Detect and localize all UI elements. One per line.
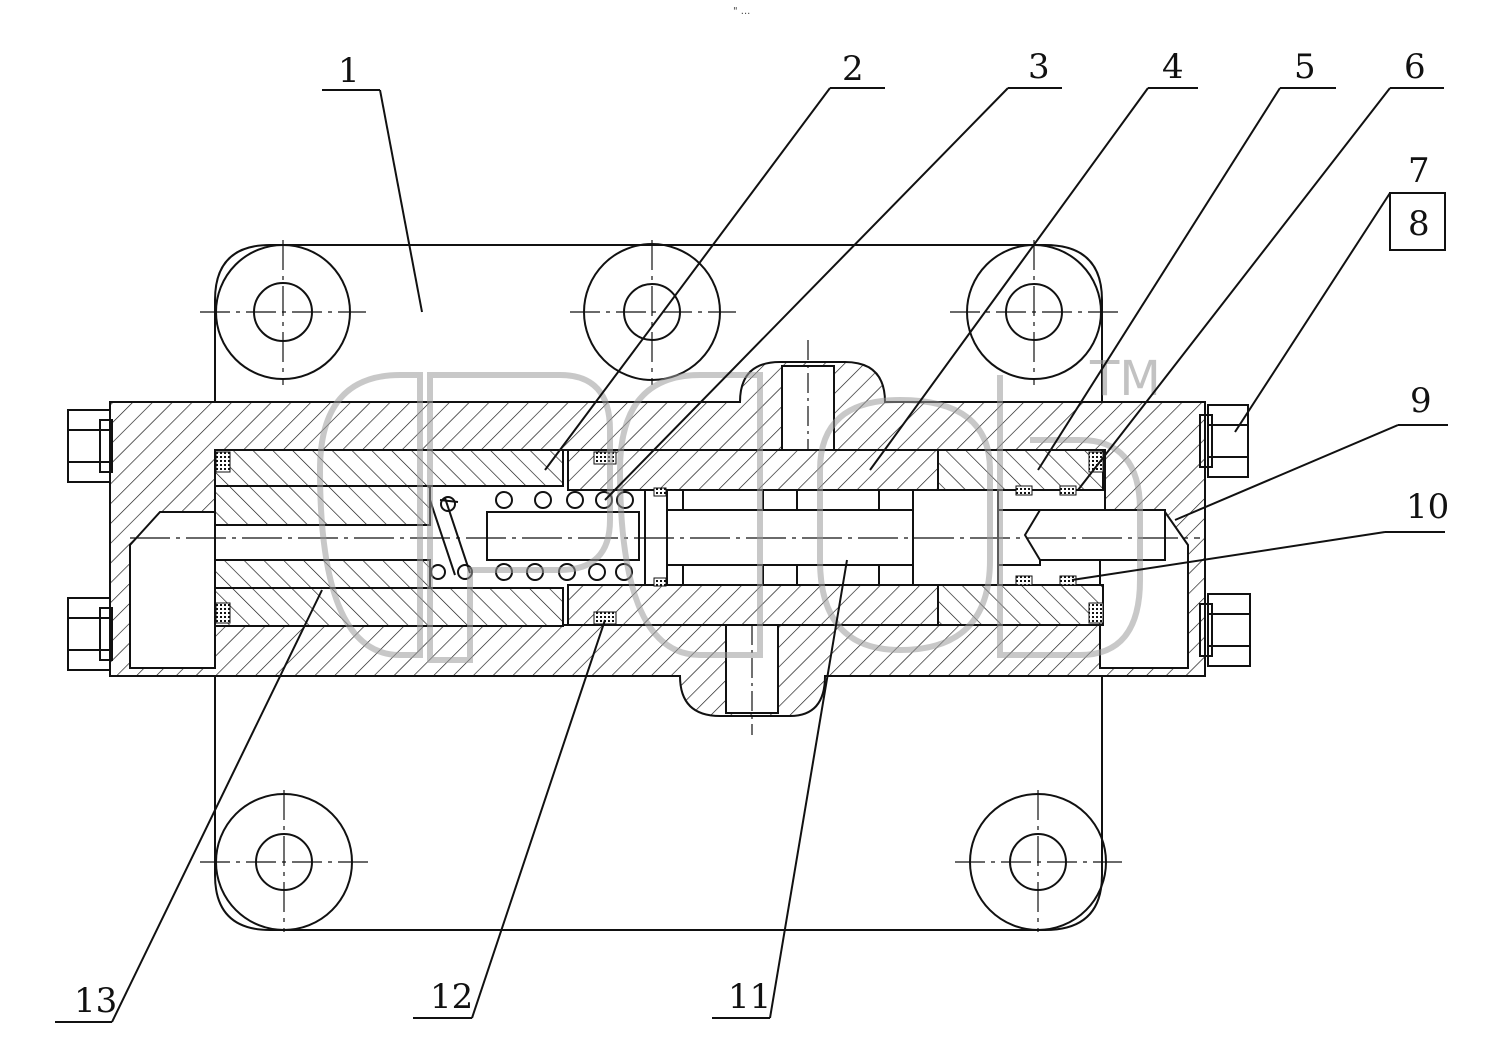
callout-label-7: 7 [1408, 151, 1430, 191]
callout-label-13: 13 [74, 981, 117, 1021]
callout-label-8: 8 [1408, 204, 1430, 244]
callout-3: 3 [604, 47, 1062, 501]
callout-label-9: 9 [1410, 381, 1432, 421]
housing-plate [214, 244, 1103, 931]
o-ring-seals [215, 451, 1104, 625]
callout-label-1: 1 [338, 51, 360, 91]
top-mark-text: " ... [733, 6, 750, 17]
callout-label-12: 12 [430, 977, 473, 1017]
bolt-bottom-left [67, 597, 113, 671]
mounting-hole-bottom-left [200, 790, 368, 932]
mounting-hole-top-center [570, 240, 736, 385]
callout-2: 2 [544, 49, 885, 471]
callout-5: 5 [1037, 47, 1336, 471]
callout-label-10: 10 [1406, 487, 1449, 527]
mounting-hole-bottom-right [955, 790, 1122, 932]
bolt-top-right [1199, 404, 1249, 478]
sleeve-part [214, 449, 1104, 627]
callout-4: 4 [869, 47, 1198, 471]
watermark: TM [317, 351, 1161, 663]
callout-1: 1 [322, 51, 423, 313]
callout-8: 8 [1389, 192, 1446, 251]
bolt-top-left [67, 409, 113, 483]
callout-label-4: 4 [1162, 47, 1184, 87]
callout-13: 13 [55, 589, 323, 1023]
callout-6: 6 [1077, 47, 1444, 491]
callout-10: 10 [1071, 487, 1449, 581]
bolt-bottom-right [1199, 593, 1251, 667]
callout-label-11: 11 [728, 977, 771, 1017]
callout-label-2: 2 [842, 49, 864, 89]
callout-9: 9 [1174, 381, 1448, 521]
callout-12: 12 [413, 619, 606, 1019]
callout-label-5: 5 [1294, 47, 1316, 87]
callout-label-6: 6 [1404, 47, 1426, 87]
mounting-hole-top-left [200, 240, 366, 385]
callout-label-3: 3 [1028, 47, 1050, 87]
callout-11: 11 [712, 559, 848, 1019]
